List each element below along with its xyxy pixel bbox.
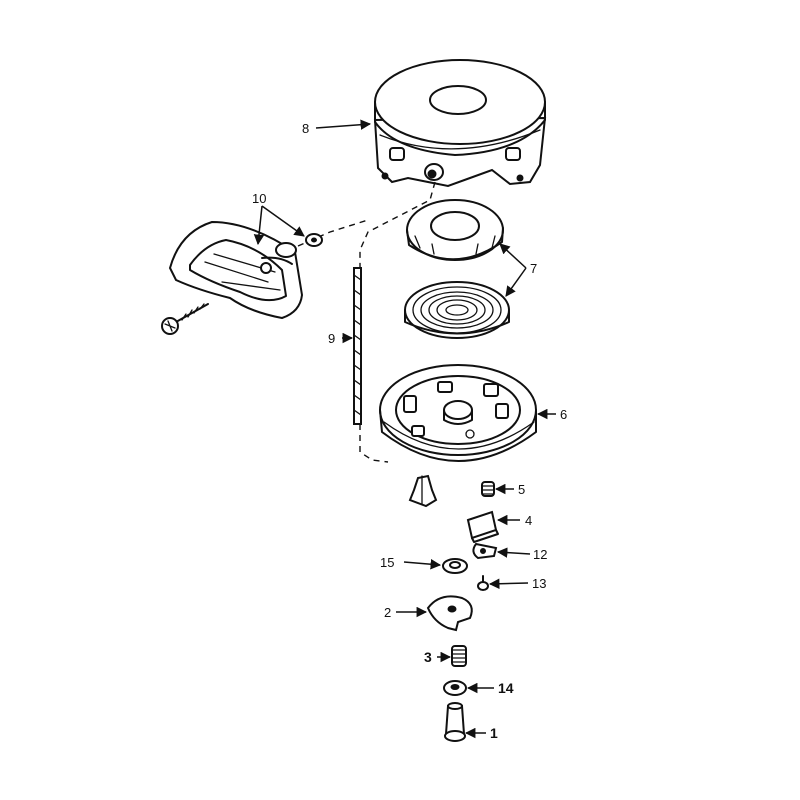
- label-part-1: 1: [490, 725, 498, 741]
- rope-routing-lower: [359, 424, 389, 463]
- starter-housing: [373, 59, 547, 188]
- starter-handle: [161, 220, 304, 335]
- pawl-spring: [481, 481, 495, 497]
- rope-routing-path: [359, 181, 436, 268]
- leader-lines: [253, 119, 556, 739]
- label-part-3: 3: [424, 649, 432, 665]
- label-part-7: 7: [530, 261, 537, 276]
- label-part-2: 2: [384, 605, 391, 620]
- brake-plate: [426, 595, 473, 632]
- starter-pulley: [379, 364, 537, 462]
- pawl-link: [472, 542, 498, 560]
- brake-spring: [451, 645, 467, 667]
- label-part-9: 9: [328, 331, 335, 346]
- label-part-14: 14: [498, 680, 514, 696]
- label-part-15: 15: [380, 555, 394, 570]
- retainer-pin: [444, 702, 466, 742]
- spring-retainer: [406, 199, 504, 261]
- rewind-spring: [404, 281, 510, 339]
- label-part-13: 13: [532, 576, 546, 591]
- label-part-10: 10: [252, 191, 266, 206]
- pulley-shaft: [408, 474, 438, 508]
- label-part-5: 5: [518, 482, 525, 497]
- handle-washer: [305, 233, 323, 247]
- label-part-4: 4: [525, 513, 532, 528]
- starter-rope: [353, 267, 362, 425]
- retainer-washer: [443, 680, 467, 696]
- label-part-8: 8: [302, 121, 309, 136]
- pawl: [466, 510, 499, 543]
- link-screw: [477, 575, 489, 591]
- washer: [442, 558, 468, 574]
- label-part-12: 12: [533, 547, 547, 562]
- label-part-6: 6: [560, 407, 567, 422]
